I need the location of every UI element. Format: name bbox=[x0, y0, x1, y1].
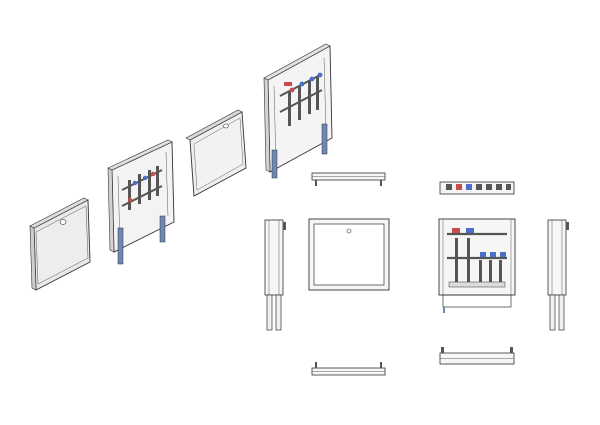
front-open-manifold-view bbox=[438, 218, 516, 313]
iso-door-panel-view bbox=[185, 109, 247, 197]
bottom-view-manifold bbox=[439, 347, 515, 365]
top-view-manifold bbox=[439, 181, 515, 195]
iso-door-closed-view bbox=[29, 197, 91, 291]
bottom-view bbox=[311, 362, 386, 376]
front-door-closed-view bbox=[308, 218, 390, 291]
top-view bbox=[311, 172, 386, 186]
iso-open-manifold-view bbox=[107, 139, 175, 265]
iso-cabinet-manifold-view bbox=[263, 43, 333, 179]
side-left-view bbox=[264, 219, 286, 331]
side-right-view bbox=[547, 219, 569, 331]
